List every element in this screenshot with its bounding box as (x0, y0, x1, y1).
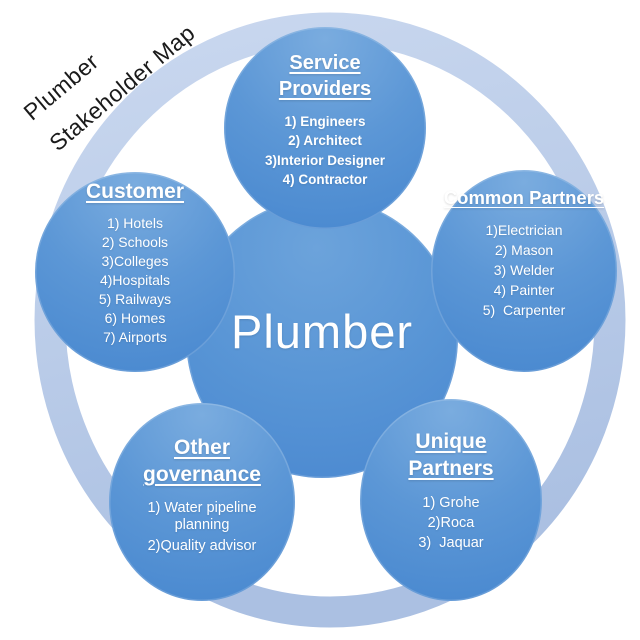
list-item: 2)Roca (427, 514, 475, 531)
list-item: 1) Hotels (106, 214, 163, 231)
list-item: 1) Engineers (284, 113, 366, 129)
list-item: 5) Railways (98, 290, 172, 307)
node-heading-common-partners: Common Partners (443, 187, 605, 208)
list-item: 1)Electrician (485, 221, 563, 238)
list-item: 4) Contractor (282, 172, 368, 188)
list-item: 2) Mason (494, 241, 554, 258)
list-item: 4) Painter (493, 281, 555, 298)
node-unique-partners: Unique Partners 1) Grohe 2)Roca 3) Jaqua… (360, 399, 542, 601)
list-item: 6) Homes (104, 309, 166, 326)
list-item: 7) Airports (103, 328, 167, 345)
center-node-label: Plumber (230, 304, 413, 358)
node-items-service-providers: 1) Engineers 2) Architect 3)Interior Des… (265, 110, 385, 192)
list-item: 2)Quality advisor (147, 537, 257, 554)
node-items-other-governance: 1) Water pipeline planning 2)Quality adv… (127, 496, 277, 559)
node-service-providers: Service Providers 1) Engineers 2) Archit… (224, 27, 426, 229)
node-items-common-partners: 1)Electrician 2) Mason 3) Welder 4) Pain… (483, 218, 565, 322)
list-item: 4)Hospitals (99, 271, 170, 288)
list-item: 3) Jaquar (418, 534, 484, 551)
list-item: 1) Grohe (422, 494, 480, 511)
list-item: 3) Welder (493, 261, 555, 278)
node-items-unique-partners: 1) Grohe 2)Roca 3) Jaquar (418, 491, 483, 555)
node-heading-customer: Customer (85, 180, 185, 203)
list-item: 1) Water pipeline planning (147, 499, 261, 533)
node-items-customer: 1) Hotels 2) Schools 3)Colleges 4)Hospit… (99, 212, 171, 348)
node-heading-unique-partners: Unique Partners (408, 430, 494, 480)
list-item: 5) Carpenter (482, 301, 566, 318)
node-heading-other-governance: Other governance (143, 436, 261, 486)
node-customer: Customer 1) Hotels 2) Schools 3)Colleges… (35, 172, 235, 372)
list-item: 2) Schools (101, 233, 169, 250)
node-common-partners: Common Partners 1)Electrician 2) Mason 3… (431, 170, 617, 372)
node-heading-service-providers: Service Providers (278, 52, 372, 100)
list-item: 3)Colleges (101, 252, 169, 269)
list-item: 2) Architect (288, 133, 362, 149)
node-other-governance: Other governance 1) Water pipeline plann… (109, 403, 295, 601)
list-item: 3)Interior Designer (264, 152, 386, 168)
